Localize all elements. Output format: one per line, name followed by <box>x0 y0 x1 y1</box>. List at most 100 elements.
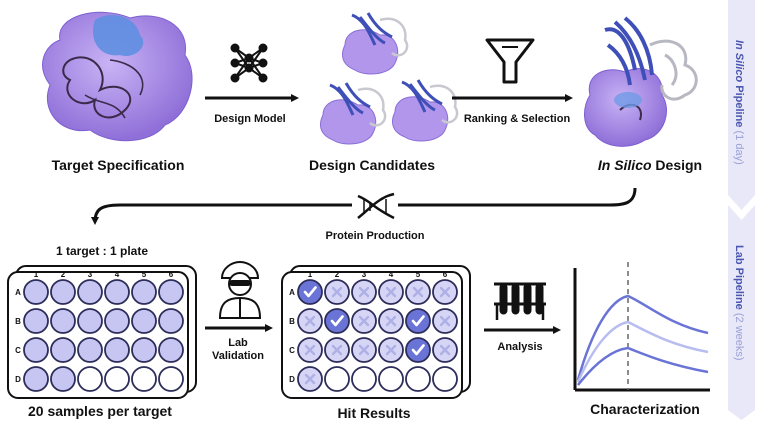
plate-column-label: 3 <box>362 270 367 279</box>
miss-cross-icon <box>385 315 397 327</box>
plate-well <box>50 366 76 392</box>
characterization-label: Characterization <box>590 401 700 417</box>
protein-production-label: Protein Production <box>326 230 425 242</box>
sidebar-in-silico-band <box>728 0 755 210</box>
miss-cross-icon <box>304 315 316 327</box>
plate-well <box>23 279 49 305</box>
plate-well <box>104 308 130 334</box>
miss-cross-icon <box>385 344 397 356</box>
sidebar-lab-band <box>728 205 755 420</box>
plate-column-label: 5 <box>142 270 147 279</box>
plate-well <box>77 279 103 305</box>
test-tube-rack-icon <box>494 282 546 320</box>
dna-helix-icon <box>357 192 395 220</box>
plate-well <box>131 366 157 392</box>
design-candidates-label: Design Candidates <box>309 157 435 173</box>
plate-well <box>378 366 404 392</box>
binding-curve-high <box>576 294 709 381</box>
target-protein-image <box>42 11 193 142</box>
plate-well <box>104 366 130 392</box>
plate-row-label: B <box>15 317 21 326</box>
plate-column-label: 2 <box>61 270 66 279</box>
plate-well <box>158 308 184 334</box>
plate-row-label: D <box>289 375 295 384</box>
lab-validation-label-1: Lab <box>228 337 248 349</box>
analysis-label: Analysis <box>497 341 542 353</box>
design-candidates-image <box>320 12 459 145</box>
plate-well <box>50 308 76 334</box>
target-specification-label: Target Specification <box>52 157 185 173</box>
miss-cross-icon <box>439 286 451 298</box>
hit-results-label: Hit Results <box>337 405 410 421</box>
plate-well <box>158 279 184 305</box>
miss-cross-icon <box>412 286 424 298</box>
plate-well <box>77 366 103 392</box>
hit-check-icon <box>330 315 344 327</box>
plate-column-label: 6 <box>443 270 448 279</box>
plate-column-label: 2 <box>335 270 340 279</box>
plate-column-label: 4 <box>389 270 394 279</box>
plate-well <box>23 308 49 334</box>
plate-well <box>432 366 458 392</box>
plate-well <box>158 337 184 363</box>
hit-plate: 1 2 3 4 5 6A B C D <box>281 265 471 399</box>
plate-well <box>324 308 350 334</box>
miss-cross-icon <box>385 286 397 298</box>
plate-well <box>405 337 431 363</box>
miss-cross-icon <box>304 373 316 385</box>
hit-check-icon <box>411 315 425 327</box>
plate-row-label: A <box>289 288 295 297</box>
plate-well <box>405 308 431 334</box>
plate-column-label: 1 <box>308 270 313 279</box>
plate-well <box>50 337 76 363</box>
lab-validation-label-2: Validation <box>212 350 264 362</box>
sidebar: In Silico Pipeline (1 day) Lab Pipeline … <box>728 0 755 420</box>
miss-cross-icon <box>439 344 451 356</box>
plate-row-label: C <box>289 346 295 355</box>
plate-row-label: A <box>15 288 21 297</box>
plate-well <box>405 366 431 392</box>
plate-caption-label: 1 target : 1 plate <box>56 244 148 258</box>
sidebar-in-silico-label: In Silico Pipeline (1 day) <box>733 40 745 165</box>
plate-column-label: 3 <box>88 270 93 279</box>
miss-cross-icon <box>358 286 370 298</box>
hit-check-icon <box>303 286 317 298</box>
in-silico-design-label: In Silico Design <box>598 157 702 173</box>
plate-row-label: C <box>15 346 21 355</box>
plate-column-label: 5 <box>416 270 421 279</box>
plate-well <box>50 279 76 305</box>
plate-row-label: B <box>289 317 295 326</box>
plate-well <box>23 337 49 363</box>
samples-per-target-label: 20 samples per target <box>28 403 172 419</box>
miss-cross-icon <box>304 344 316 356</box>
design-model-label: Design Model <box>214 113 286 125</box>
hit-check-icon <box>411 344 425 356</box>
sidebar-lab-label: Lab Pipeline (2 weeks) <box>733 245 745 361</box>
miss-cross-icon <box>331 286 343 298</box>
plate-well <box>131 279 157 305</box>
plate-well <box>104 337 130 363</box>
neural-network-icon <box>230 43 268 83</box>
plate-well <box>104 279 130 305</box>
plate-well <box>77 308 103 334</box>
miss-cross-icon <box>439 315 451 327</box>
ranking-selection-label: Ranking & Selection <box>464 113 571 125</box>
plate-well <box>158 366 184 392</box>
miss-cross-icon <box>358 344 370 356</box>
plate-column-label: 1 <box>34 270 39 279</box>
plate-column-label: 6 <box>169 270 174 279</box>
characterization-chart <box>573 262 710 392</box>
plate-well <box>351 366 377 392</box>
plate-row-label: D <box>15 375 21 384</box>
in-silico-design-image <box>584 16 698 147</box>
plate-well <box>23 366 49 392</box>
plate-well <box>77 337 103 363</box>
scientist-icon <box>218 260 262 319</box>
binding-curve-low <box>577 346 709 386</box>
miss-cross-icon <box>331 344 343 356</box>
binding-curve-mid <box>576 320 709 383</box>
funnel-filter-icon <box>485 38 535 84</box>
plate-well <box>131 337 157 363</box>
